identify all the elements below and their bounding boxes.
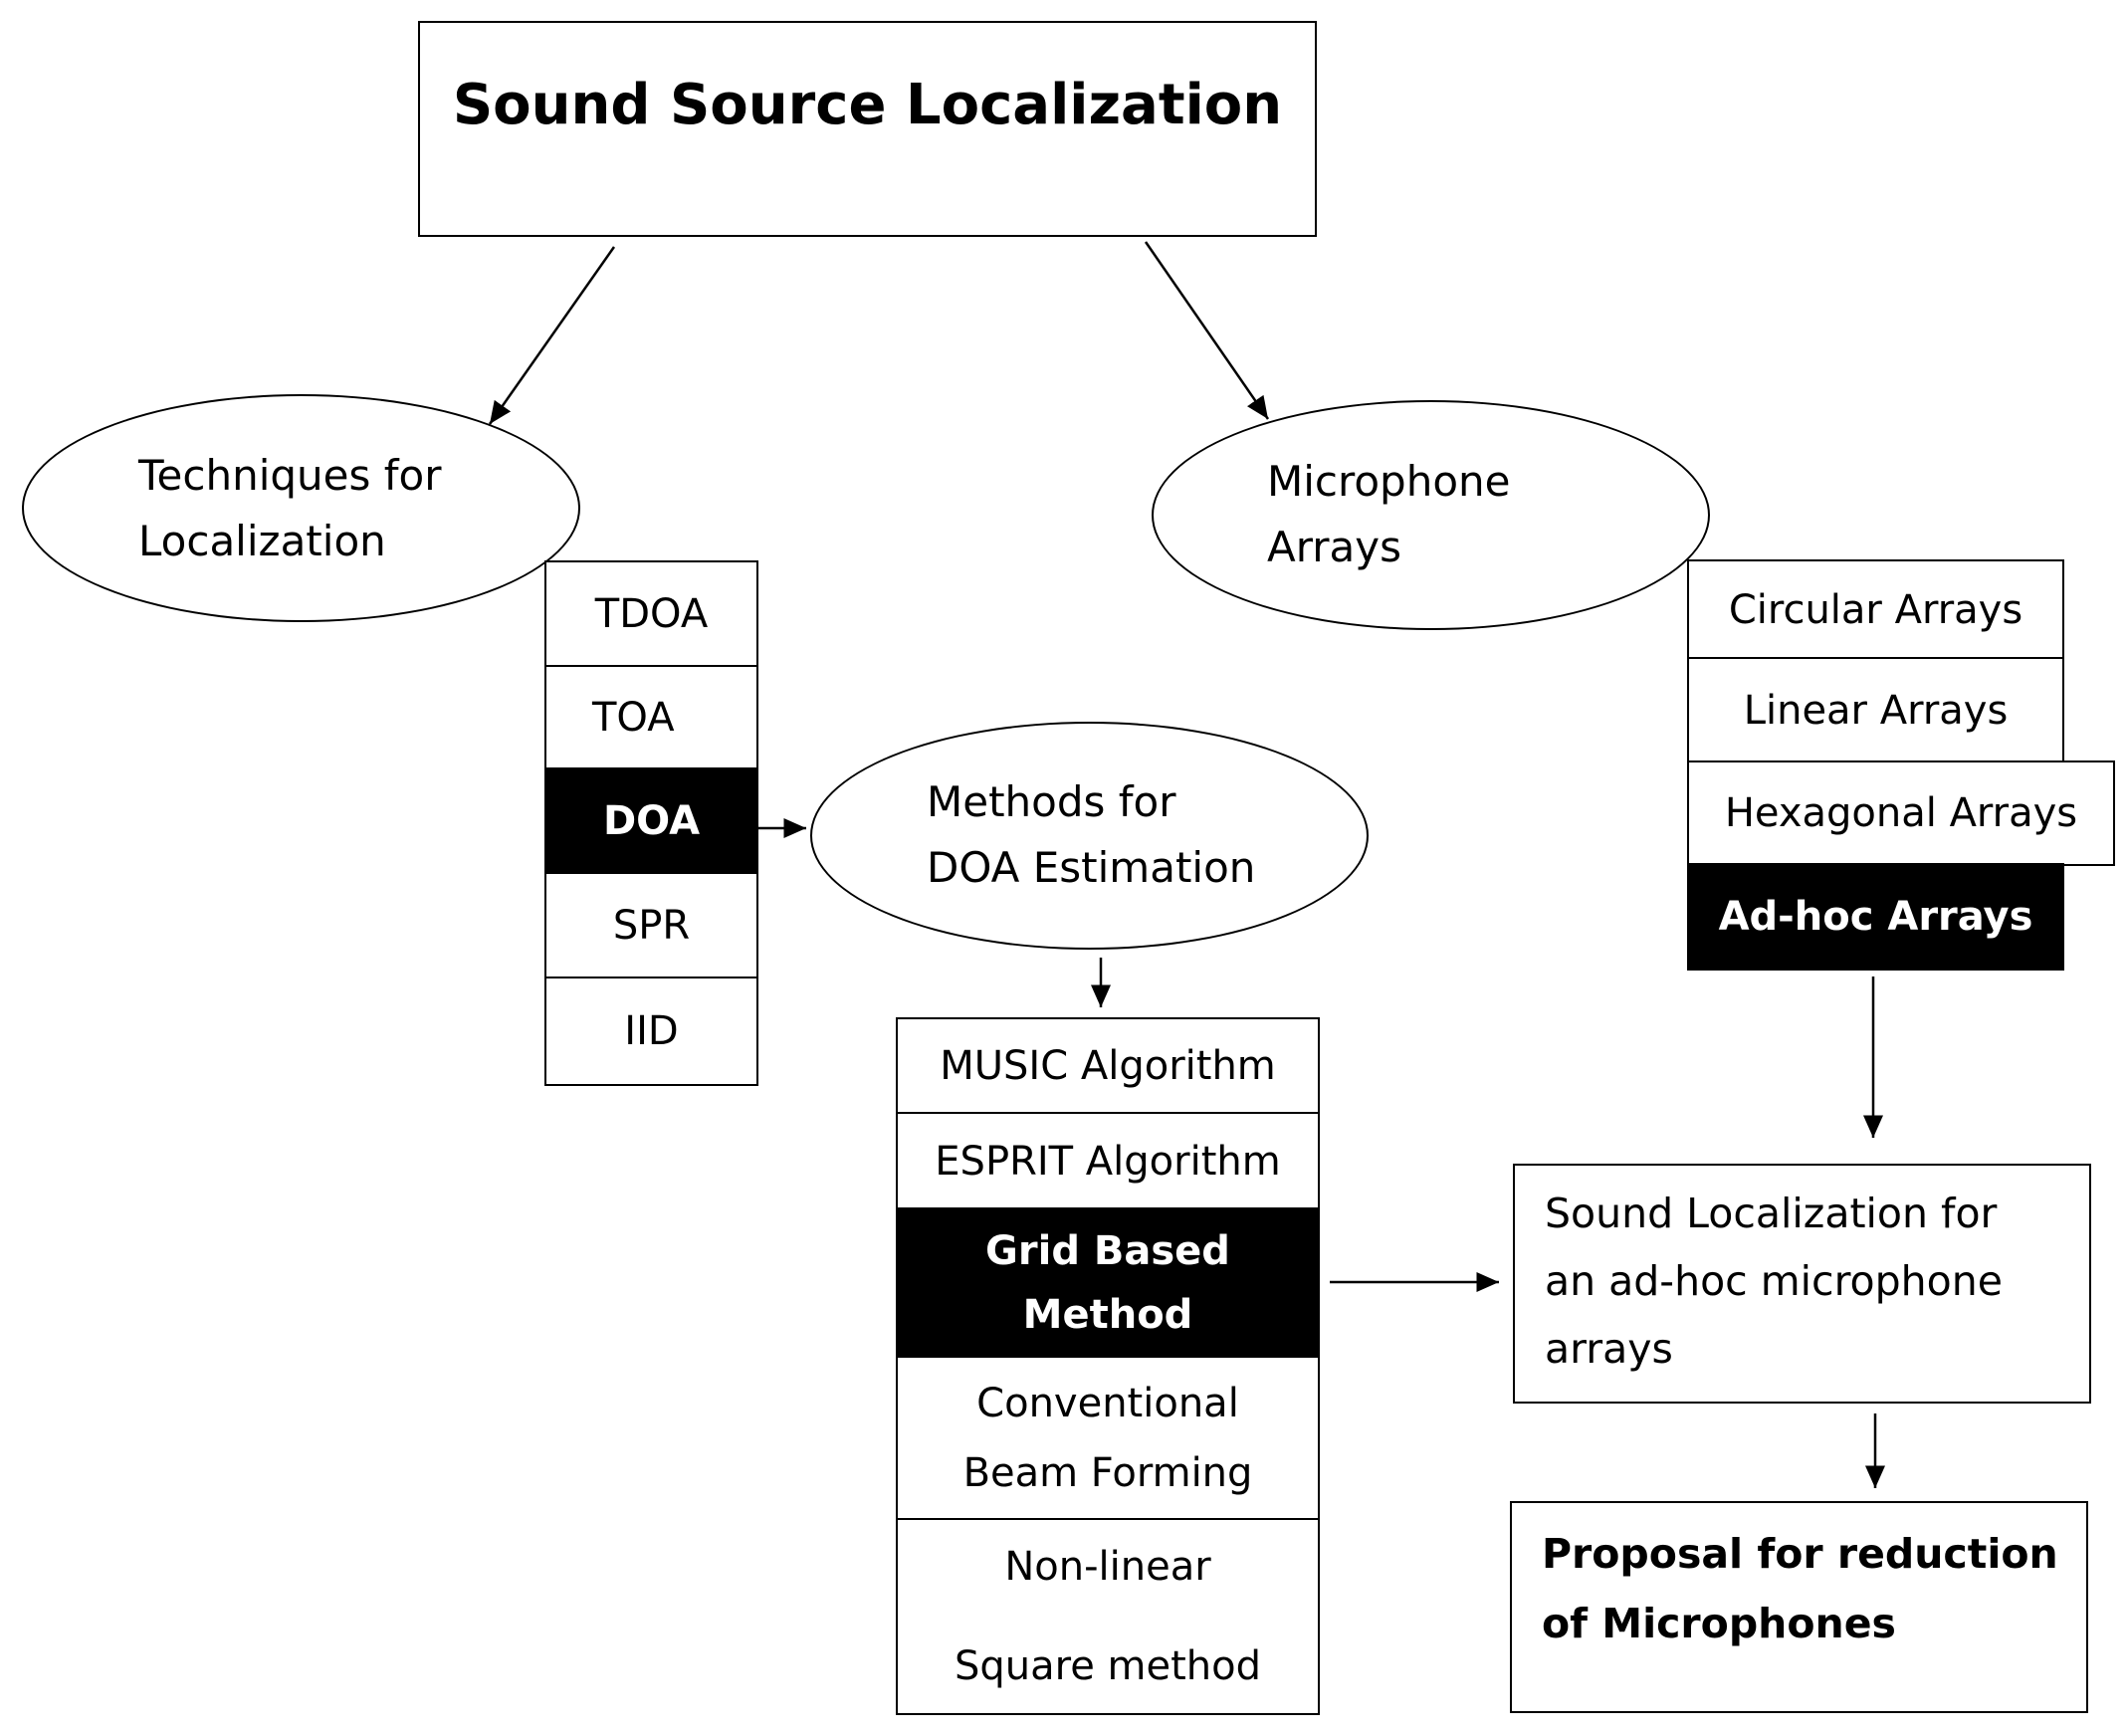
- methods-ellipse: [810, 722, 1369, 950]
- microphone-label-line1: Microphone: [1267, 457, 1511, 506]
- techniques-label-line2: Localization: [138, 517, 386, 565]
- technique-doa: DOA: [544, 767, 758, 875]
- method-esprit: ESPRIT Algorithm: [896, 1112, 1320, 1210]
- diagram-title: Sound Source Localization: [452, 73, 1283, 137]
- adhoc-localization-text: Sound Localization for an ad-hoc microph…: [1545, 1180, 2003, 1383]
- method-conv-line2: Beam Forming: [962, 1450, 1253, 1496]
- array-adhoc: Ad-hoc Arrays: [1687, 863, 2064, 971]
- microphone-ellipse: [1152, 400, 1710, 630]
- adhoc-localization-line1: Sound Localization for: [1545, 1190, 1998, 1237]
- arrow-title-to-techniques: [488, 246, 616, 425]
- microphone-label-line2: Arrays: [1267, 523, 1402, 571]
- methods-label-line1: Methods for: [927, 777, 1176, 826]
- technique-spr: SPR: [544, 872, 758, 979]
- method-nonlin-line2: Square method: [954, 1643, 1261, 1689]
- arrow-title-to-microphone: [1144, 241, 1270, 420]
- method-conv-line1: Conventional: [976, 1381, 1239, 1426]
- method-nonlinear-square: Non-linear Square method: [896, 1518, 1320, 1715]
- method-grid-based: Grid Based Method: [896, 1207, 1320, 1359]
- title-box: Sound Source Localization: [418, 21, 1317, 237]
- array-linear: Linear Arrays: [1687, 657, 2064, 763]
- proposal-line1: Proposal for reduction: [1542, 1530, 2058, 1578]
- method-conventional-beamforming: Conventional Beam Forming: [896, 1356, 1320, 1521]
- techniques-label-line1: Techniques for: [138, 451, 442, 500]
- proposal-box: Proposal for reduction of Microphones: [1510, 1501, 2088, 1713]
- technique-tdoa: TDOA: [544, 560, 758, 668]
- adhoc-localization-box: Sound Localization for an ad-hoc microph…: [1513, 1164, 2091, 1404]
- technique-toa: TOA: [544, 665, 758, 770]
- adhoc-localization-line3: arrays: [1545, 1325, 1673, 1373]
- methods-label-line2: DOA Estimation: [927, 843, 1256, 892]
- microphone-label: Microphone Arrays: [1267, 449, 1510, 580]
- proposal-text: Proposal for reduction of Microphones: [1542, 1519, 2058, 1658]
- proposal-line2: of Microphones: [1542, 1600, 1896, 1647]
- methods-label: Methods for DOA Estimation: [927, 769, 1255, 901]
- method-nonlin-line1: Non-linear: [1004, 1544, 1211, 1590]
- techniques-ellipse: [22, 394, 580, 622]
- array-hexagonal: Hexagonal Arrays: [1687, 760, 2115, 866]
- method-grid-line2: Method: [1022, 1292, 1193, 1338]
- method-grid-line1: Grid Based: [985, 1228, 1230, 1274]
- adhoc-localization-line2: an ad-hoc microphone: [1545, 1257, 2003, 1305]
- techniques-label: Techniques for Localization: [138, 443, 441, 574]
- method-music: MUSIC Algorithm: [896, 1017, 1320, 1115]
- array-circular: Circular Arrays: [1687, 559, 2064, 660]
- technique-iid: IID: [544, 976, 758, 1086]
